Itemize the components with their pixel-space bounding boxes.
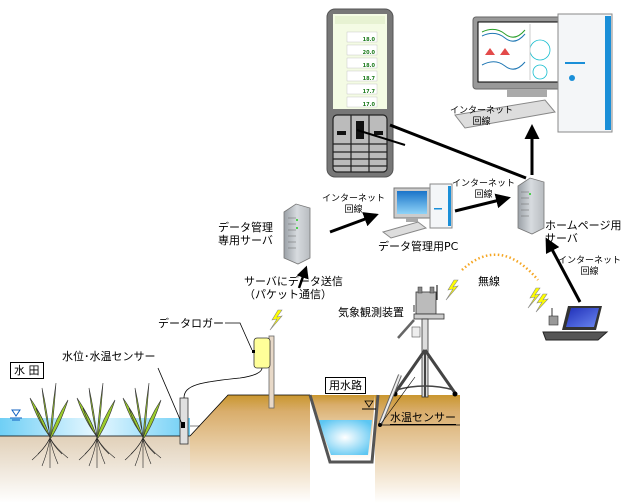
label-line: サーバにデータ送信 (244, 275, 343, 288)
reading-value: 20.0 (363, 50, 376, 56)
reading-box (346, 83, 378, 95)
label-line: （パケット通信） (244, 288, 332, 301)
label-canal: 用水路 (325, 377, 366, 394)
label-send-data: サーバにデータ送信 （パケット通信） (244, 275, 343, 301)
reading-box (346, 96, 378, 108)
sensor-cable (183, 367, 263, 399)
lightning-bolt-icon (445, 279, 459, 301)
weather-station-device (378, 285, 458, 427)
wireless-modem (548, 315, 559, 326)
water-level-icon (10, 409, 22, 421)
canal (308, 394, 380, 464)
wireless-arc (461, 253, 539, 281)
label-data-server: データ管理 専用サーバ (218, 221, 273, 247)
keyboard (454, 99, 556, 129)
monitor-charts (481, 24, 551, 80)
label-wireless: 無線 (478, 275, 500, 288)
label-line: ホームページ用 (545, 219, 622, 232)
label-paddy: 水 田 (10, 362, 44, 379)
homepage-server (517, 177, 545, 235)
desktop-pc-viewer (454, 13, 613, 133)
label-line: 回線 (580, 267, 599, 277)
link-pc-to-homepage (454, 193, 511, 213)
link-laptop-to-homepage (545, 237, 582, 303)
label-line: 回線 (474, 190, 493, 200)
sensor-leader (157, 367, 183, 425)
label-water-temp-sensor: 水温センサー (390, 411, 456, 425)
reading-value: 18.0 (363, 63, 376, 69)
link-logger-to-dataserver (296, 265, 309, 289)
reading-value: 17.7 (363, 89, 376, 95)
label-level-temp-sensor: 水位･水温センサー (62, 350, 156, 363)
embankment (189, 394, 460, 503)
link-phone-pointer (356, 129, 406, 146)
canal-water-level-icon (362, 400, 376, 410)
reading-box (346, 70, 378, 82)
label-inet-laptop: インターネット 回線 (558, 256, 621, 278)
label-line: 回線 (472, 117, 491, 127)
lightning-bolt-icon (527, 287, 541, 309)
label-line: インターネット (558, 256, 622, 266)
label-data-logger: データロガー (158, 317, 224, 330)
link-homepage-to-phone (389, 123, 527, 180)
reading-value: 17.0 (363, 102, 376, 108)
reading-value: 18.0 (363, 37, 376, 43)
label-homepage-server: ホームページ用 サーバ (545, 219, 621, 245)
mobile-phone: 18.0 20.0 18.0 18.7 17.7 17.0 (326, 8, 394, 178)
pc-tower (557, 13, 613, 133)
label-line: インターネット (322, 194, 386, 204)
phone-readings: 18.0 20.0 18.0 18.7 17.7 17.0 (346, 31, 378, 108)
reading-box (346, 44, 378, 56)
reading-box (346, 57, 378, 69)
label-line: サーバ (545, 232, 578, 245)
connections (296, 123, 582, 303)
level-temp-sensor-device (179, 367, 263, 445)
label-line: データ管理 (218, 221, 273, 234)
label-weather-station: 気象観測装置 (338, 306, 404, 319)
label-line: インターネット (452, 179, 516, 189)
reading-value: 18.7 (363, 76, 376, 82)
rice-plant (29, 382, 69, 468)
label-line: 専用サーバ (218, 234, 273, 247)
label-inet-phone: インターネット 回線 (450, 106, 513, 128)
rice-plants (29, 382, 162, 468)
logger-leader (225, 322, 253, 351)
link-dataserver-to-pc (329, 212, 379, 234)
reading-box (346, 31, 378, 43)
canal-water (318, 420, 372, 455)
label-data-pc: データ管理用PC (378, 240, 459, 253)
data-management-server (283, 203, 311, 265)
label-line: 回線 (344, 205, 363, 215)
lightning-bolt-icon (269, 309, 283, 331)
label-inet-server: インターネット 回線 (452, 179, 515, 201)
lightning-bolt-icon (535, 293, 549, 313)
label-inet-pc: インターネット 回線 (322, 194, 385, 216)
rice-plant (76, 382, 116, 468)
rice-plant (122, 382, 162, 468)
label-line: インターネット (450, 106, 514, 116)
laptop (542, 306, 609, 341)
data-management-pc (381, 183, 453, 239)
wireless-bolts (269, 279, 549, 331)
data-logger-device (252, 335, 275, 409)
